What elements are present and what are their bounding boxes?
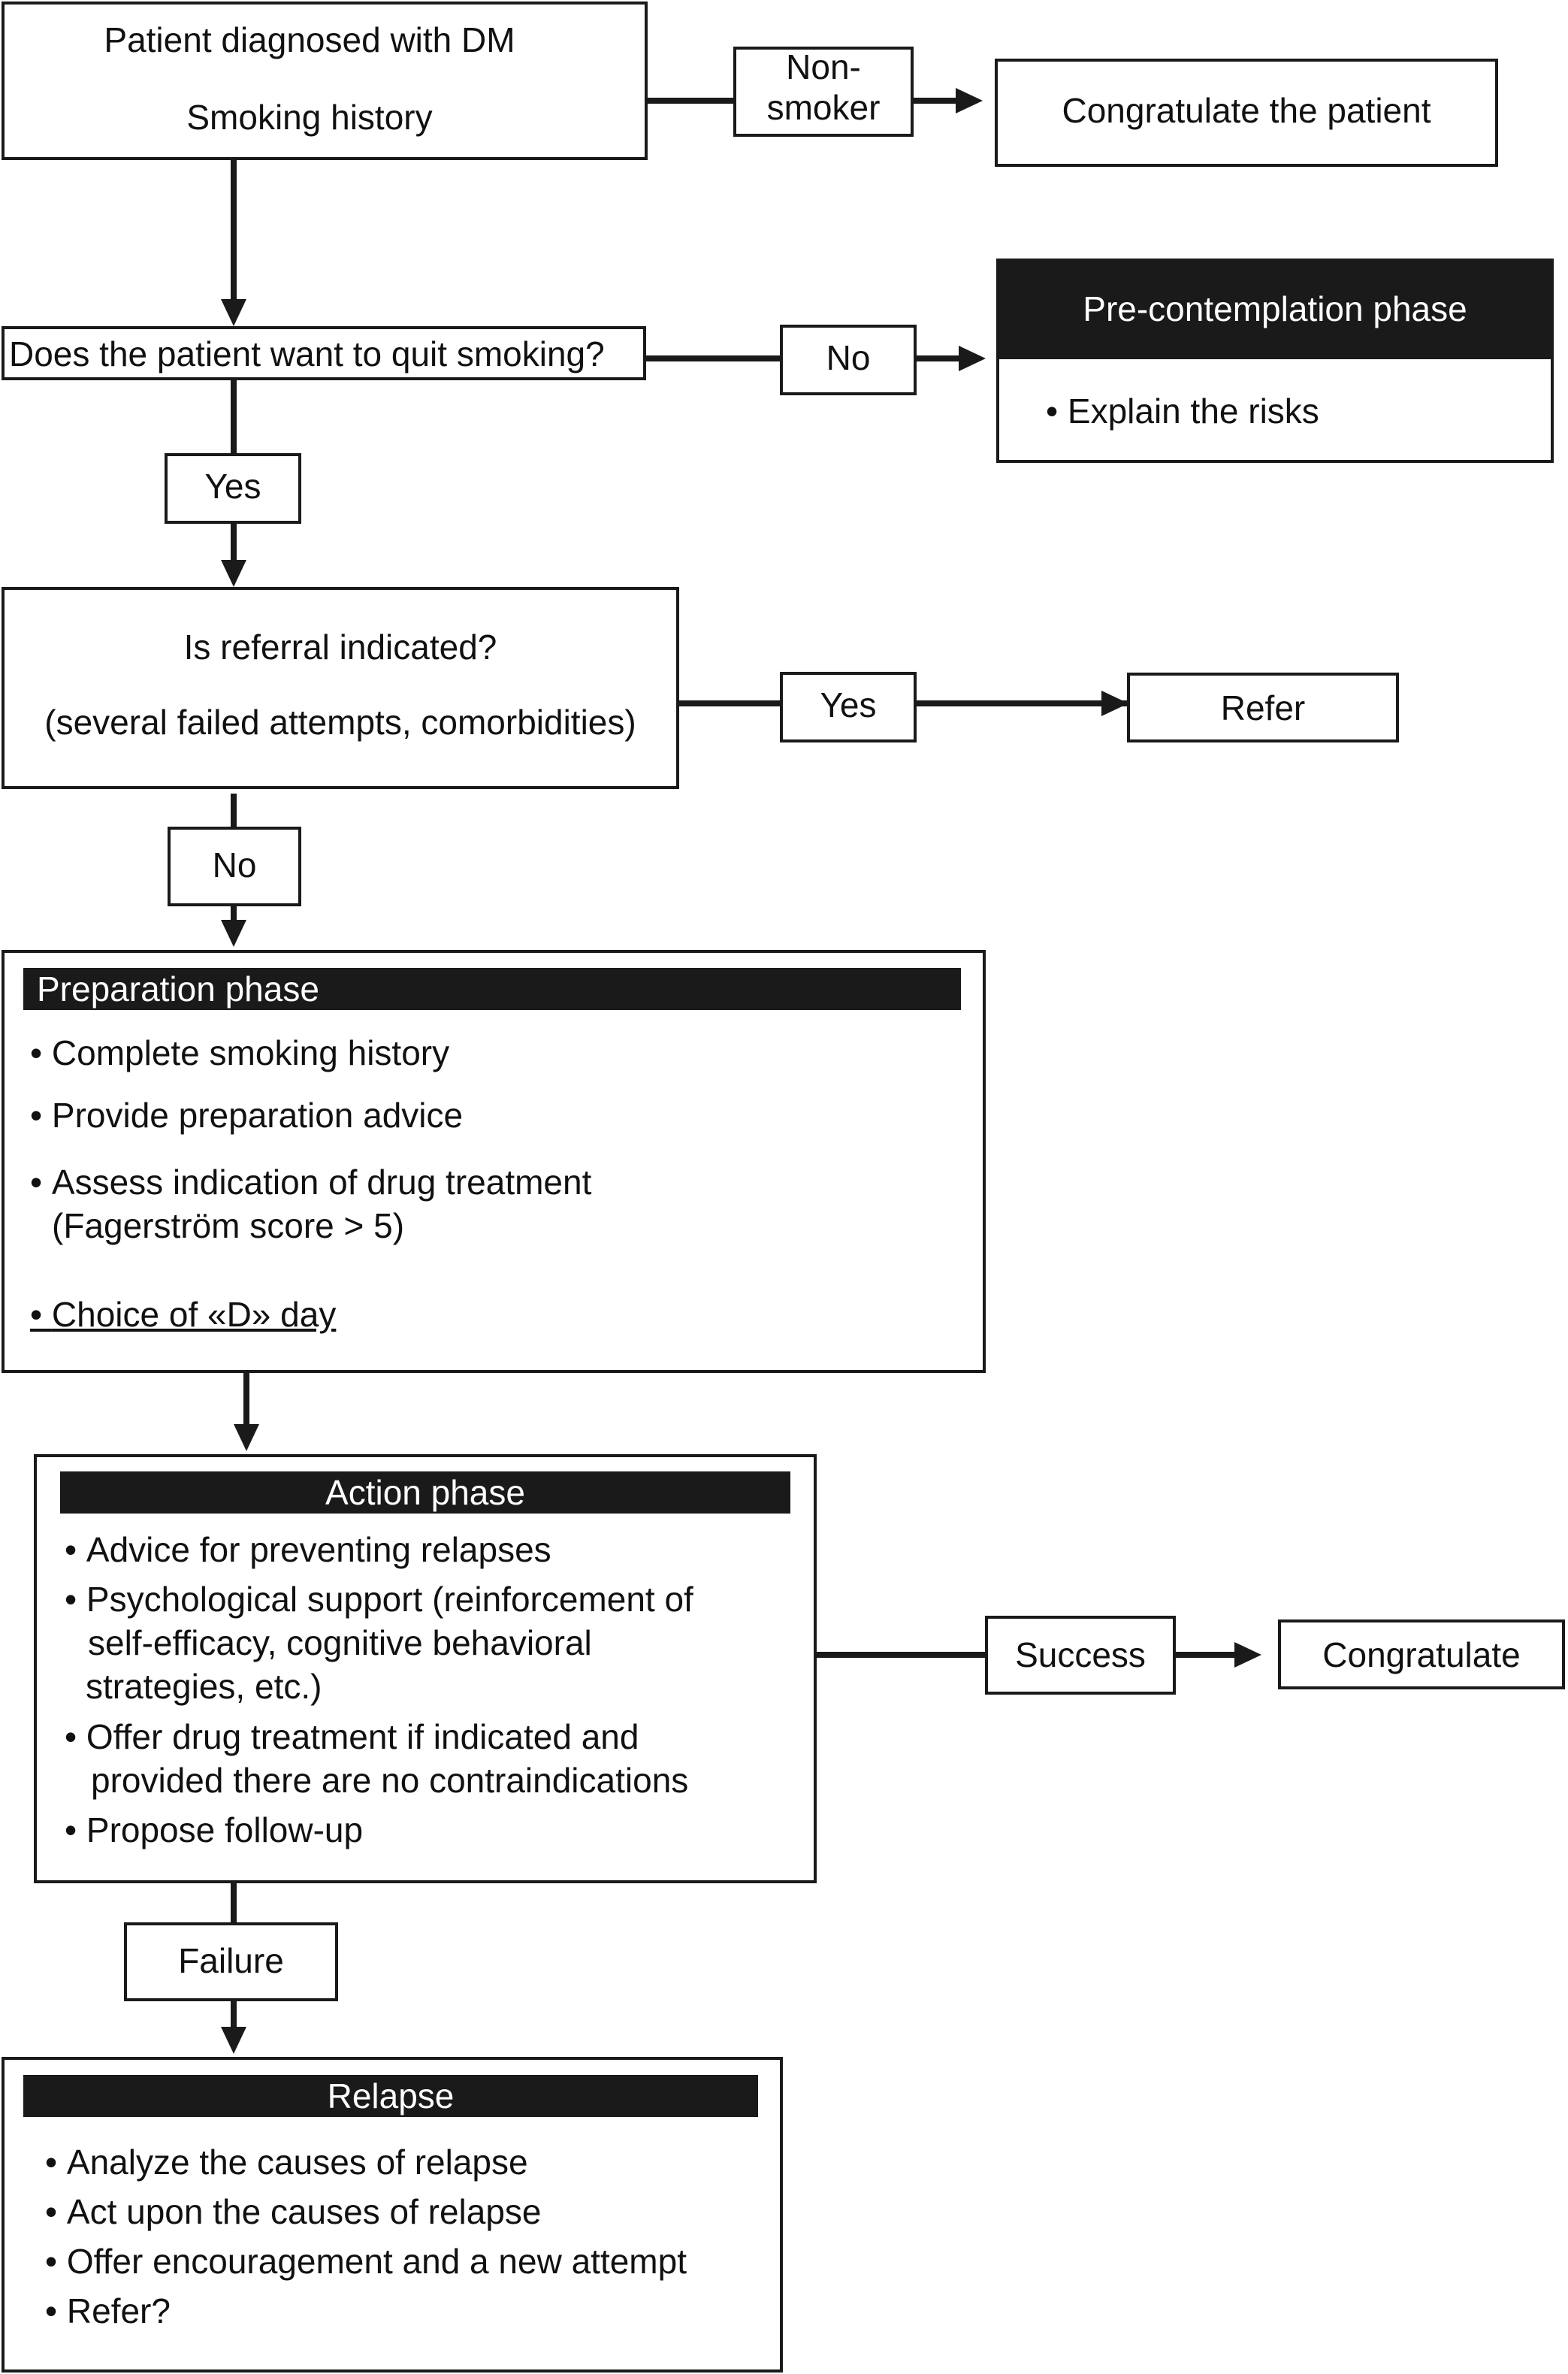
arrowhead-to-precontemplation [959, 346, 986, 371]
arrowhead-to-action [234, 1424, 259, 1451]
connector-yes-refer [915, 700, 1128, 706]
connector-referral-no [231, 794, 237, 828]
congratulate-patient-text: Congratulate the patient [1062, 91, 1431, 130]
preparation-item-3-detail: (Fagerström score > 5) [52, 1206, 405, 1245]
arrowhead-to-quit-question [221, 299, 246, 326]
referral-line-1: Is referral indicated? [183, 628, 497, 667]
connector-quit-no [645, 355, 781, 361]
action-item-2-cont-2: strategies, etc.) [86, 1667, 322, 1706]
arrowhead-to-preparation [221, 920, 246, 947]
quit-no-label-box [780, 325, 917, 395]
refer-text: Refer [1220, 688, 1306, 727]
action-item-1: Advice for preventing relapses [65, 1530, 551, 1570]
start-line-2: Smoking history [186, 98, 433, 137]
connector-start-quit [231, 159, 237, 299]
arrowhead-to-refer [1101, 691, 1128, 716]
connector-referral-yes [678, 700, 781, 706]
referral-no-label: No [212, 845, 257, 885]
connector-action-success [815, 1652, 986, 1658]
preparation-item-2: Provide preparation advice [30, 1096, 463, 1136]
relapse-title: Relapse [23, 2075, 758, 2117]
connector-start-nonsmoker [646, 98, 735, 104]
non-smoker-label: Non- smoker [766, 47, 881, 127]
connector-yes-referral [231, 522, 237, 560]
referral-line-2: (several failed attempts, comorbidities) [44, 703, 636, 742]
connector-failure-relapse [231, 2000, 237, 2027]
referral-yes-label: Yes [820, 685, 877, 724]
failure-label: Failure [178, 1941, 284, 1980]
precontemplation-title: Pre-contemplation phase [996, 259, 1554, 359]
action-item-4: Propose follow-up [65, 1810, 363, 1850]
referral-question-box [2, 587, 679, 789]
preparation-item-d-day: Choice of «D» day [30, 1295, 336, 1335]
quit-no-label: No [826, 338, 871, 377]
non-smoker-label-box [733, 47, 914, 137]
congratulate-box [1278, 1619, 1565, 1689]
precontemplation-item-1: Explain the risks [1046, 392, 1319, 431]
congratulate-patient-box [995, 59, 1498, 167]
preparation-title: Preparation phase [23, 968, 961, 1010]
success-label-box [985, 1616, 1176, 1695]
preparation-item-3: Assess indication of drug treatment [30, 1163, 591, 1202]
failure-label-box [124, 1922, 338, 2001]
arrowhead-to-congratulate-patient [956, 88, 983, 113]
connector-quit-yes [231, 380, 237, 455]
action-item-2: Psychological support (reinforcement of [65, 1580, 693, 1619]
quit-question-box [2, 326, 646, 380]
start-line-1: Patient diagnosed with DM [104, 20, 515, 59]
connector-nonsmoker-congratulate [912, 98, 956, 104]
relapse-item-1: Analyze the causes of relapse [45, 2143, 528, 2182]
start-box [2, 2, 648, 160]
success-label: Success [1015, 1635, 1146, 1674]
arrowhead-to-referral [221, 560, 246, 587]
connector-success-congratulate [1174, 1652, 1234, 1658]
quit-yes-label: Yes [204, 467, 261, 506]
preparation-item-1: Complete smoking history [30, 1033, 449, 1073]
preparation-box [2, 950, 986, 1373]
connector-no-precontemplation [915, 355, 959, 361]
relapse-item-3: Offer encouragement and a new attempt [45, 2242, 687, 2282]
arrowhead-to-relapse [221, 2027, 246, 2054]
quit-yes-label-box [165, 453, 301, 524]
quit-question-text: Does the patient want to quit smoking? [9, 334, 605, 373]
arrowhead-to-congratulate [1234, 1642, 1261, 1668]
referral-yes-label-box [780, 672, 917, 742]
action-item-3: Offer drug treatment if indicated and [65, 1717, 639, 1757]
action-item-2-cont-1: self-efficacy, cognitive behavioral [88, 1623, 592, 1662]
action-item-3-cont: provided there are no contraindications [91, 1761, 689, 1800]
refer-box [1127, 673, 1399, 742]
connector-action-failure [231, 1882, 237, 1924]
connector-preparation-action [243, 1371, 249, 1424]
relapse-item-4: Refer? [45, 2291, 171, 2331]
relapse-item-2: Act upon the causes of relapse [45, 2192, 542, 2232]
connector-no-preparation [231, 905, 237, 920]
congratulate-text: Congratulate [1322, 1635, 1521, 1674]
action-title: Action phase [60, 1471, 790, 1514]
